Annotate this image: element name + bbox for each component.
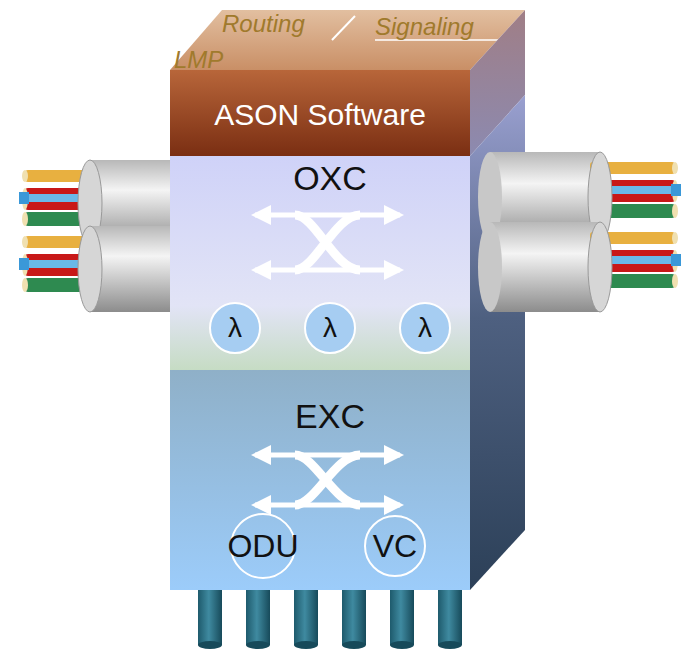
node-label: λ <box>228 314 242 342</box>
protocol-label: Routing <box>222 12 305 36</box>
protocol-label: LMP <box>174 48 223 72</box>
node-label: EXC <box>295 399 365 433</box>
vc-circle: VC <box>365 516 425 576</box>
protocol-label: Signaling <box>375 15 474 39</box>
node-label: λ <box>323 314 337 342</box>
exc-layer: EXC ODU VC <box>170 370 470 590</box>
node-label: ASON Software <box>214 100 426 130</box>
software-layer: ASON Software <box>170 70 470 156</box>
node-label: λ <box>418 314 432 342</box>
node-label: VC <box>373 530 417 562</box>
odu-circle: ODU <box>231 514 295 578</box>
node-label: OXC <box>293 161 367 195</box>
wavelength-circle: λ <box>210 303 260 353</box>
oxc-layer: OXC λ λ λ <box>170 156 470 370</box>
node-label: ODU <box>227 530 298 562</box>
wavelength-circle: λ <box>305 303 355 353</box>
wavelength-circle: λ <box>400 303 450 353</box>
